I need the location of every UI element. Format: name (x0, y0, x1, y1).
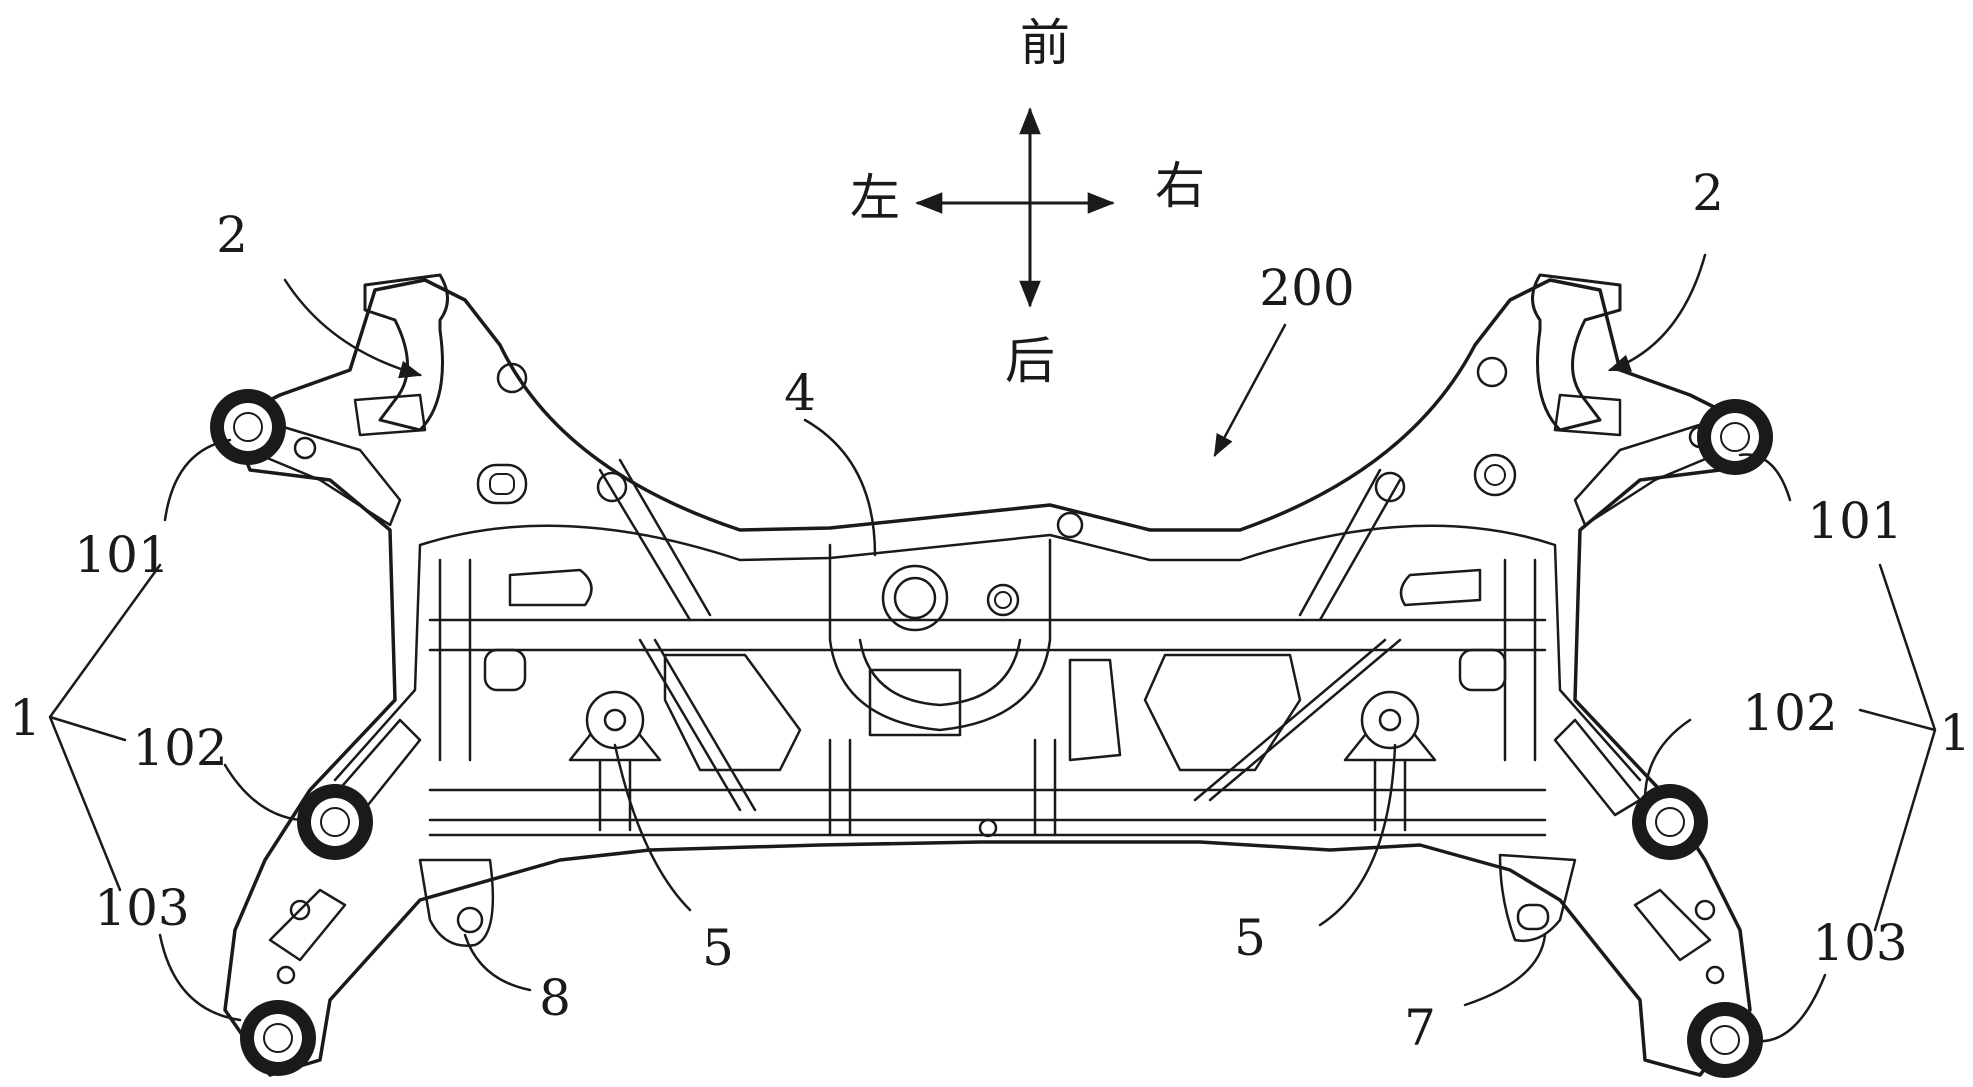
label-beam: 4 (784, 364, 816, 422)
direction-front-label: 前 (1020, 14, 1070, 72)
label-103-right: 103 (1812, 914, 1907, 972)
label-102-right: 102 (1742, 684, 1837, 742)
bushing-101-left (210, 389, 286, 465)
label-group-right: 1 (1939, 704, 1971, 762)
label-lug-right: 7 (1404, 999, 1436, 1057)
label-group-left: 1 (9, 689, 41, 747)
direction-left-label: 左 (850, 169, 900, 227)
label-mount-right: 2 (1692, 164, 1724, 222)
label-mount-left: 2 (216, 206, 248, 264)
leader-lines (50, 255, 1935, 1041)
label-bracket-left: 5 (702, 919, 734, 977)
label-101-left: 101 (74, 526, 169, 584)
bushing-102-left (297, 784, 373, 860)
label-lug-left: 8 (539, 969, 571, 1027)
bushing-103-left (240, 1000, 316, 1076)
bushing-101-right (1697, 399, 1773, 475)
direction-back-label: 后 (1005, 332, 1055, 390)
subframe-body (225, 275, 1750, 1075)
label-102-left: 102 (132, 719, 227, 777)
label-103-left: 103 (94, 879, 189, 937)
label-bracket-right: 5 (1234, 909, 1266, 967)
direction-right-label: 右 (1155, 157, 1205, 215)
part-labels: 2 2 200 4 101 101 1 1 102 102 103 103 5 … (9, 164, 1971, 1057)
label-101-right: 101 (1807, 492, 1902, 550)
bushing-102-right (1632, 784, 1708, 860)
label-assembly: 200 (1259, 259, 1354, 317)
direction-cross: 前 后 左 右 (850, 14, 1205, 390)
